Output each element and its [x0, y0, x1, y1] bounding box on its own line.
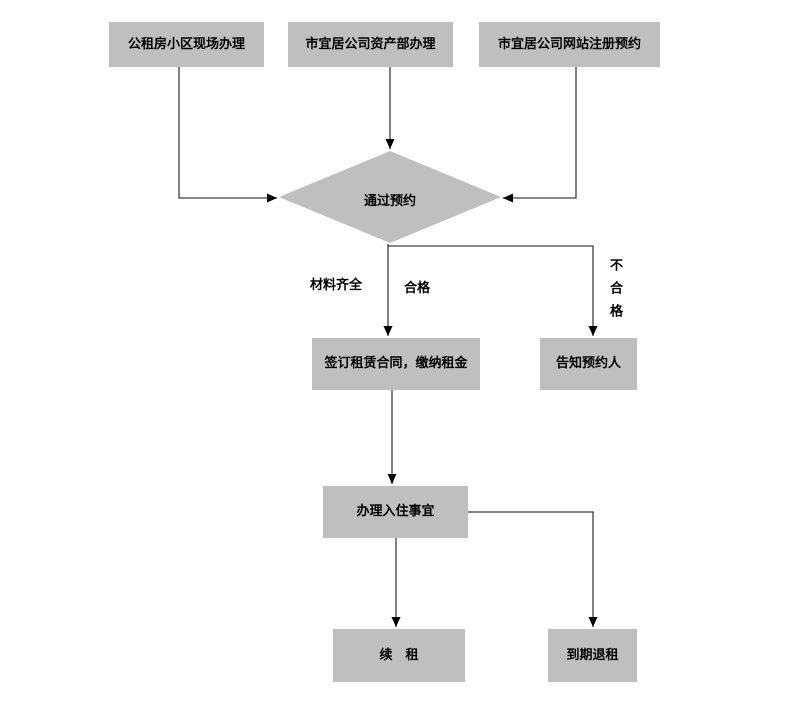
node-renew-lease: 续 租 — [333, 629, 465, 682]
node-entry-onsite: 公租房小区现场办理 — [109, 22, 264, 67]
node-expire-return: 到期退租 — [548, 629, 637, 682]
edge-label-qualified: 合格 — [404, 281, 431, 296]
edge-onsite-to-decision — [178, 67, 277, 203]
decision-diamond-label: 通过预约 — [363, 194, 416, 209]
node-move-in: 办理入住事宜 — [323, 486, 468, 538]
decision-diamond-shape — [279, 151, 501, 243]
edge-website-to-decision — [503, 67, 577, 203]
edge-label-materials-complete: 材料齐全 — [310, 278, 363, 293]
node-sign-contract: 签订租赁合同，缴纳租金 — [312, 338, 480, 390]
node-entry-website: 市宜居公司网站注册预约 — [479, 22, 660, 67]
edge-move-in-to-expire-return — [468, 511, 598, 627]
node-notify-applicant: 告知预约人 — [540, 338, 637, 390]
edge-label-not-qualified: 不合格 — [607, 258, 622, 327]
edge-decision-to-notify — [388, 245, 598, 336]
node-entry-asset-dept: 市宜居公司资产部办理 — [288, 22, 453, 67]
